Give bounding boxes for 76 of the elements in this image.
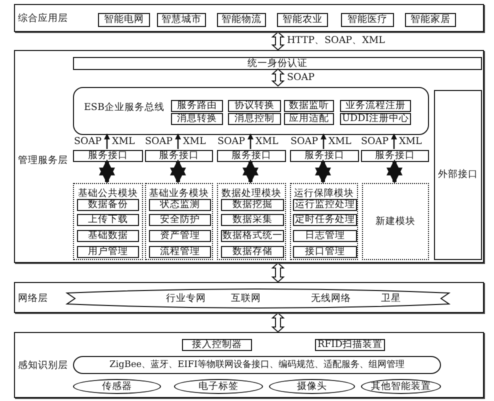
arrow [271, 31, 285, 51]
function-box: 基础数据 [77, 230, 139, 242]
interface-box: 服务接口 [73, 150, 143, 162]
arrow [271, 312, 285, 333]
edge-label: HTTP、SOAP、XML [286, 35, 386, 46]
bus-title: ESB企业服务总线 [84, 101, 164, 114]
module-title: 基础业务模块 [148, 187, 210, 200]
network-name: 行业专网 [166, 292, 206, 305]
arrow [320, 133, 326, 149]
layer-panel [14, 282, 484, 313]
service-box: 协议转换 [228, 100, 281, 112]
arrow [386, 159, 402, 184]
app-box: 智能物流 [217, 13, 266, 27]
device-ellipse: 电子标签 [174, 379, 263, 394]
app-box: 智慧城市 [157, 13, 206, 27]
interface-box: 服务接口 [145, 150, 213, 162]
protocol-label: XML [328, 136, 352, 147]
protocol-label: XML [182, 136, 207, 147]
device-ellipse: 其他智能装置 [361, 379, 441, 394]
network-name: 互联网 [231, 292, 261, 305]
service-box: 消息转换 [171, 113, 223, 125]
arrow [175, 133, 181, 149]
edge-label: SOAP [73, 136, 103, 146]
arrow [315, 159, 331, 184]
module-panel [290, 183, 358, 260]
edge-label: SOAP [290, 136, 320, 146]
layer-panel [14, 50, 484, 263]
app-box: 智能电网 [98, 13, 150, 27]
auth-bar: 统一身份认证 [73, 57, 482, 70]
interface-box: 服务接口 [290, 150, 359, 162]
arrow [271, 262, 285, 283]
interface-band: ZigBee、蓝牙、EIFI等物联网设备接口、编码规范、适配服务、组网管理 [73, 356, 441, 374]
layer-title: 感知识别层 [18, 359, 68, 372]
edge-label: SOAP [286, 72, 316, 82]
protocol-label: XML [398, 136, 423, 147]
device-ellipse: 摄像头 [269, 379, 355, 394]
app-box: 智能农业 [277, 13, 328, 27]
layer-title: 网络层 [18, 292, 48, 305]
function-box: 数据备份 [77, 199, 139, 211]
layer-title: 管理服务层 [18, 154, 68, 167]
app-box: 智能家居 [405, 13, 456, 27]
module-title: 运行保障模块 [293, 187, 355, 200]
arrow [99, 159, 115, 184]
edge-label: SOAP [144, 136, 174, 146]
layer-panel [14, 332, 484, 398]
edge-label: SOAP [216, 136, 246, 146]
module-title: 数据处理模块 [220, 187, 282, 200]
network-name: 无线网络 [311, 292, 351, 305]
protocol-label: XML [254, 136, 280, 147]
module-title: 基础公共模块 [77, 187, 139, 200]
module-panel [145, 183, 213, 260]
arrow [391, 133, 397, 149]
interface-box: 服务接口 [361, 150, 429, 162]
layer-panel [14, 4, 484, 32]
edge-label: SOAP [360, 136, 390, 146]
network-band [63, 287, 453, 310]
arrow [170, 159, 186, 184]
interface-panel: 外部接口 [434, 90, 482, 260]
interface-box: 服务接口 [217, 150, 286, 162]
function-box: 上传下载 [77, 214, 139, 226]
arrow [271, 68, 285, 87]
app-box: 智能医疗 [341, 13, 394, 27]
layer-title: 综合应用层 [18, 12, 68, 25]
arrow [248, 133, 254, 149]
arrow [242, 159, 258, 184]
arrow [104, 133, 110, 149]
module-panel [217, 183, 286, 260]
service-box: 消息控制 [228, 113, 281, 125]
service-box: 服务路由 [171, 100, 223, 112]
device-ellipse: 传感器 [73, 379, 161, 394]
network-name: 卫星 [381, 292, 401, 305]
module-panel: 新建模块 [362, 183, 429, 260]
module-panel [73, 183, 143, 260]
protocol-label: XML [111, 136, 136, 147]
bus-panel [73, 87, 429, 135]
function-box: 数据存储 [221, 246, 284, 258]
